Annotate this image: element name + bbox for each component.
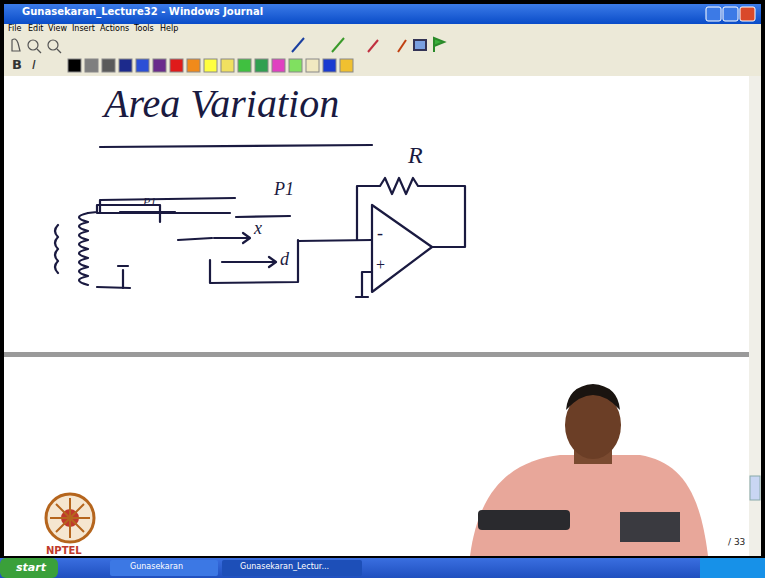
- taskbar-button: Gunasekaran_Lectur...: [240, 563, 329, 572]
- menu-item: Tools: [134, 25, 154, 34]
- lecturer-figure: [470, 384, 708, 556]
- distance-label: d: [280, 250, 289, 270]
- start-button: start: [16, 562, 46, 574]
- menu-item: Help: [160, 25, 178, 34]
- menu-item: Actions: [100, 25, 129, 34]
- menu-item: File: [8, 25, 21, 34]
- page-counter: / 33: [728, 538, 745, 548]
- menu-item: View: [48, 25, 67, 34]
- plate-label: P1: [274, 180, 294, 200]
- resistor-label: R: [408, 142, 423, 168]
- window-title: Gunasekaran_Lecture32 - Windows Journal: [22, 6, 263, 17]
- opamp-pin-sign: -: [377, 224, 383, 244]
- italic-button: I: [32, 58, 36, 72]
- menu-item: Insert: [72, 25, 95, 34]
- taskbar-button: Gunasekaran: [130, 563, 183, 572]
- displacement-label: x: [254, 219, 262, 239]
- nptel-logo-text: NPTEL: [46, 545, 82, 556]
- menu-item: Edit: [28, 25, 44, 34]
- plate-label: P1: [143, 196, 156, 209]
- opamp-pin-sign: +: [376, 256, 385, 274]
- nptel-logo: [46, 494, 94, 542]
- bold-button: B: [12, 58, 22, 72]
- handwritten-heading: Area Variation: [104, 82, 339, 126]
